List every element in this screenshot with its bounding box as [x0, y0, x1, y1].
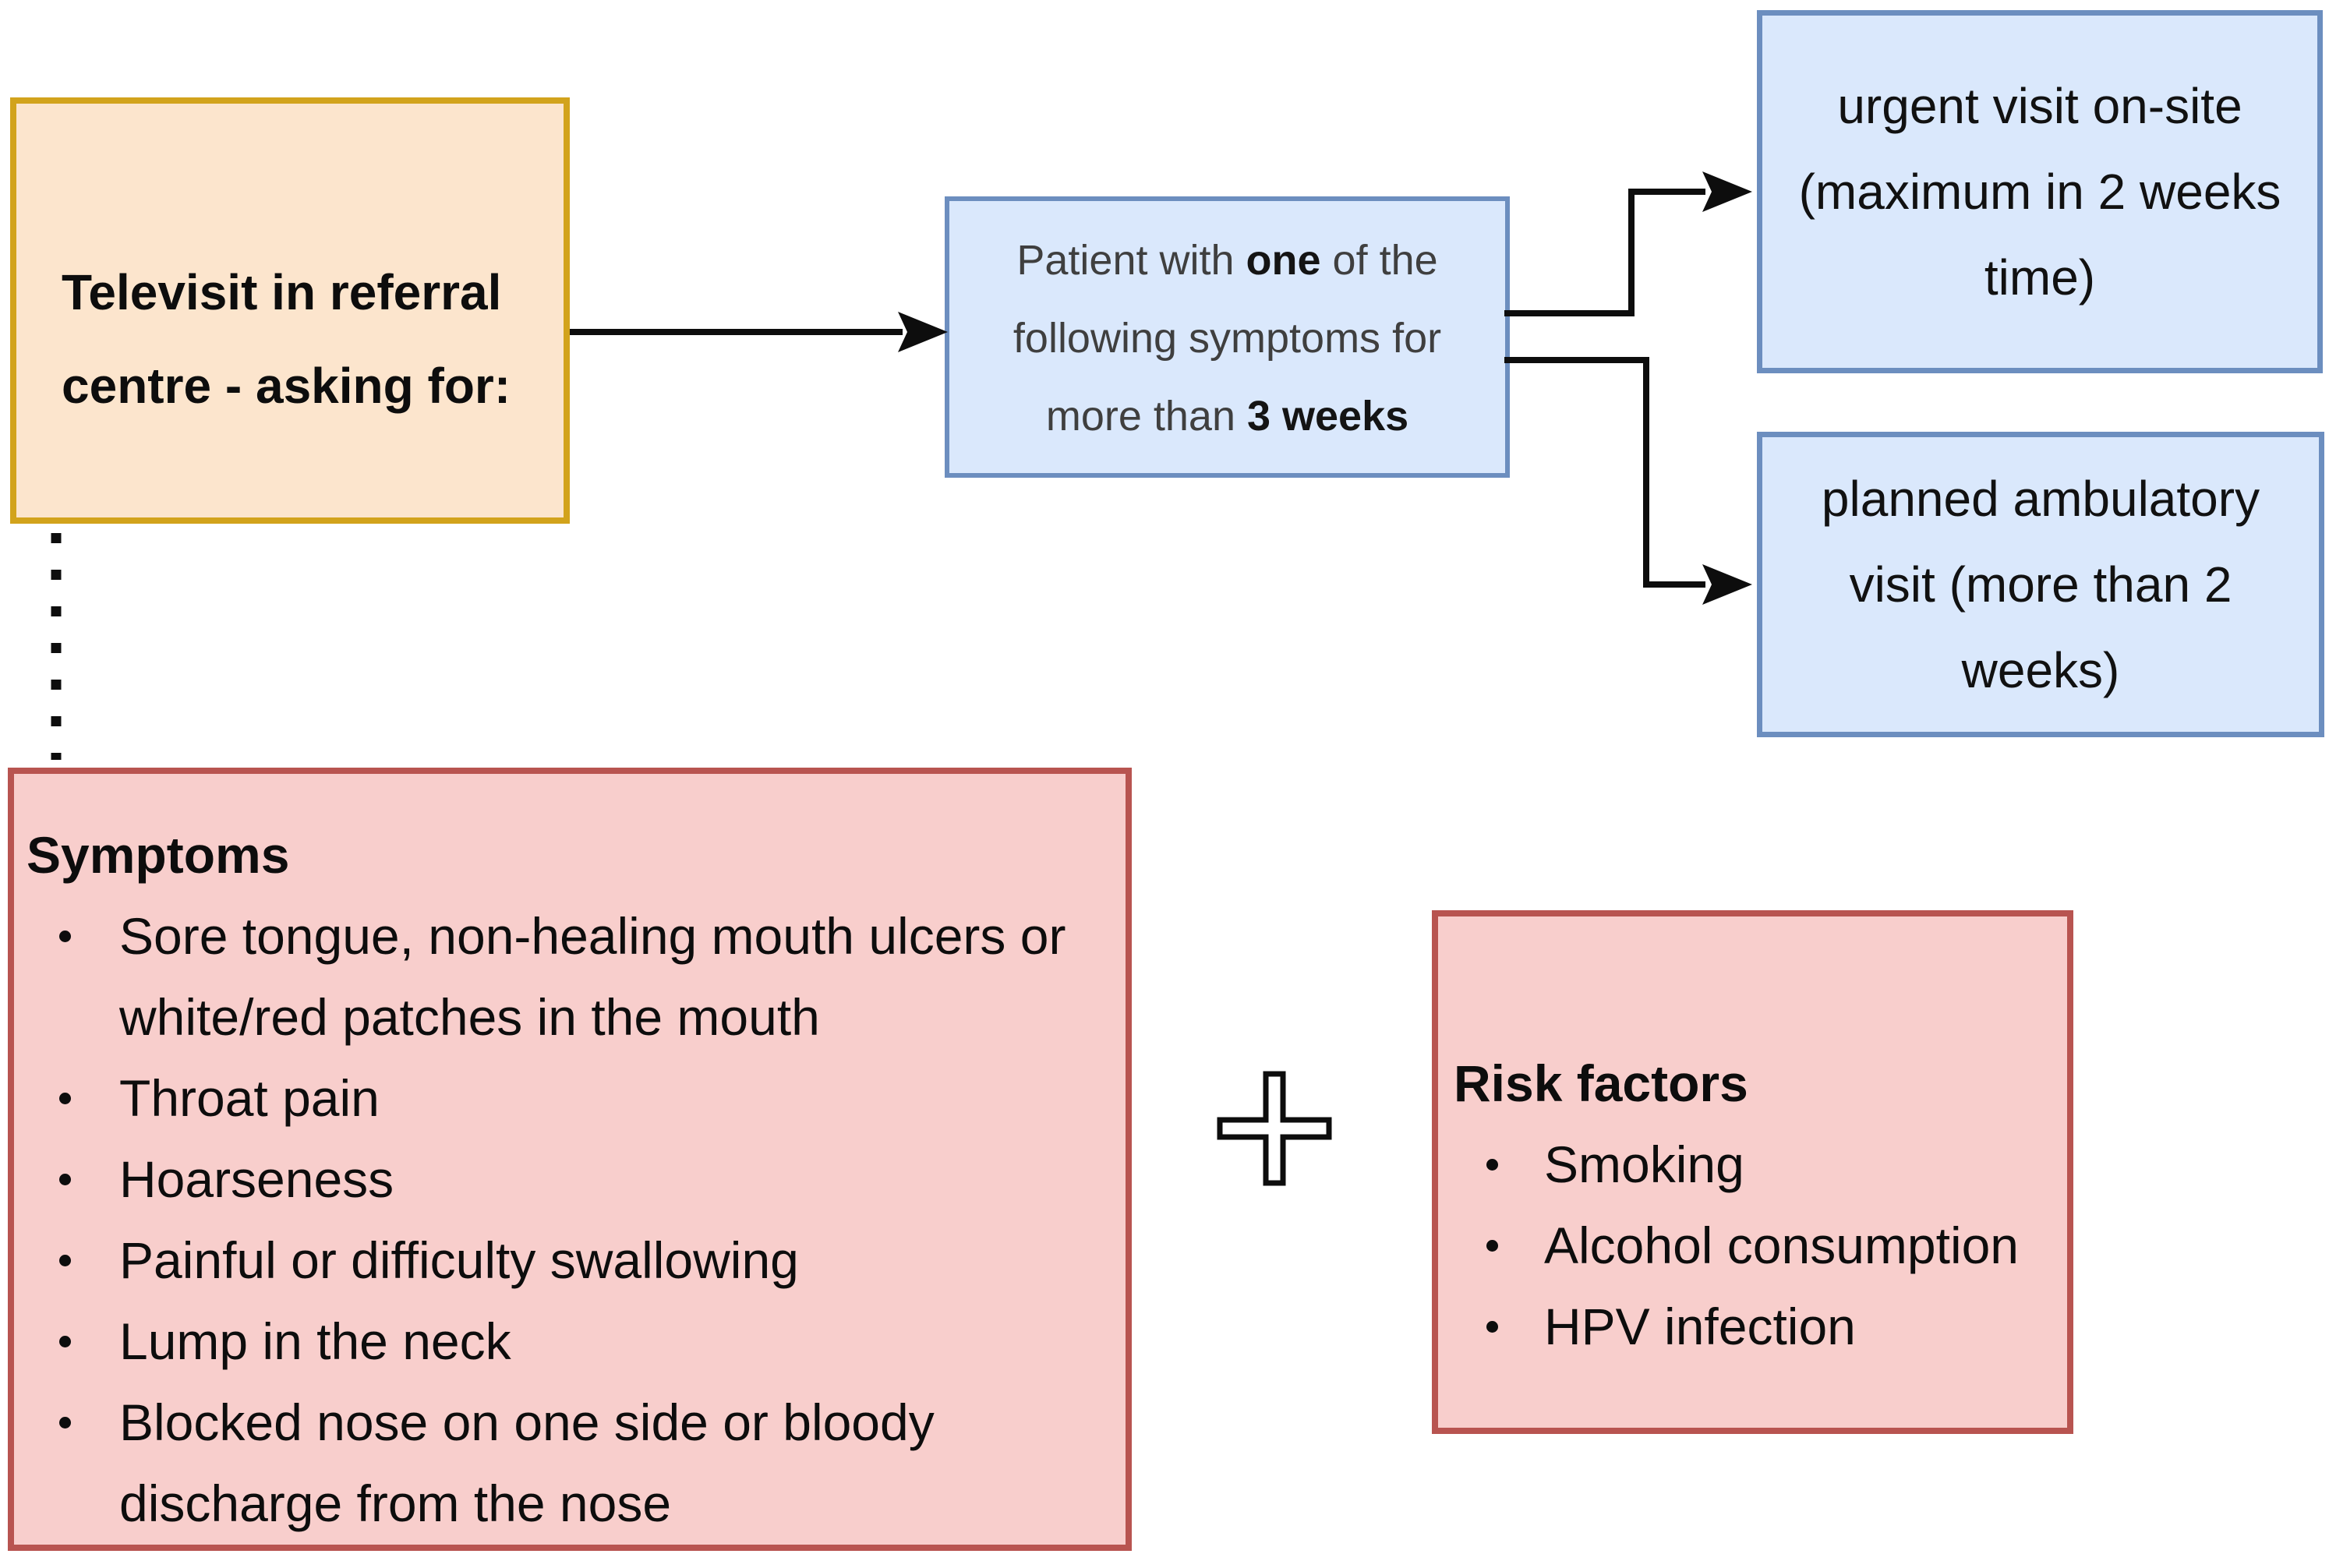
- symptom-text: white/red patches in the mouth: [119, 988, 820, 1046]
- referral-box-line: Televisit in referral: [62, 264, 502, 320]
- criteria-line1-pre: Patient with: [1016, 237, 1246, 284]
- criteria-line1-post: of the: [1320, 237, 1438, 284]
- criteria-line-2: following symptoms for: [1013, 315, 1442, 362]
- symptom-list-item: Painful or difficulty swallowing: [14, 1220, 1126, 1301]
- urgent-visit-box: urgent visit on-site (maximum in 2 weeks…: [1757, 10, 2323, 373]
- risk-factor-text: Smoking: [1544, 1135, 1744, 1193]
- risk-factor-item: Smoking: [1438, 1124, 2067, 1205]
- symptom-list-item-continuation: white/red patches in the mouth: [14, 976, 1126, 1058]
- arrow-referral-to-criteria: [570, 312, 948, 352]
- criteria-line-1: Patient with one of the: [949, 221, 1505, 299]
- risk-factor-text: HPV infection: [1544, 1298, 1856, 1355]
- symptom-list-item: Sore tongue, non-healing mouth ulcers or: [14, 895, 1126, 976]
- symptom-text: discharge from the nose: [119, 1474, 672, 1532]
- planned-visit-box: planned ambulatory visit (more than 2 we…: [1757, 432, 2324, 737]
- symptom-list-item-continuation: discharge from the nose: [14, 1463, 1126, 1544]
- symptom-text: Painful or difficulty swallowing: [119, 1231, 799, 1289]
- bullet-icon: [1486, 1159, 1498, 1171]
- planned-visit-line: weeks): [1961, 642, 2120, 698]
- symptom-list-item: Blocked nose on one side or bloody: [14, 1382, 1126, 1463]
- symptom-text: Blocked nose on one side or bloody: [119, 1393, 935, 1451]
- risk-factor-item: HPV infection: [1438, 1286, 2067, 1367]
- urgent-visit-line: time): [1984, 249, 2096, 305]
- symptom-text: Throat pain: [119, 1069, 380, 1127]
- criteria-line3-pre: more than: [1045, 393, 1247, 440]
- bullet-icon: [59, 1417, 71, 1429]
- urgent-visit-line: urgent visit on-site: [1837, 78, 2242, 134]
- symptoms-title: Symptoms: [27, 826, 290, 884]
- symptom-criteria-box: Patient with one of the following sympto…: [945, 196, 1510, 478]
- planned-visit-line: planned ambulatory: [1821, 471, 2260, 527]
- planned-visit-line: visit (more than 2: [1849, 556, 2232, 613]
- bullet-icon: [1486, 1240, 1498, 1252]
- symptom-list-item: Throat pain: [14, 1058, 1126, 1139]
- risk-factor-item: Alcohol consumption: [1438, 1205, 2067, 1286]
- arrow-criteria-to-planned: [1504, 357, 1752, 605]
- bullet-icon: [1486, 1321, 1498, 1333]
- bullet-icon: [59, 1255, 71, 1266]
- symptom-list-item: Hoarseness: [14, 1139, 1126, 1220]
- urgent-visit-line: (maximum in 2 weeks: [1798, 164, 2281, 220]
- bullet-icon: [59, 1093, 71, 1104]
- arrow-criteria-to-urgent: [1504, 171, 1752, 316]
- criteria-line1-bold: one: [1246, 237, 1321, 284]
- plus-icon: [1217, 1071, 1332, 1186]
- referral-start-box: Televisit in referral centre - asking fo…: [10, 97, 570, 524]
- symptom-text: Sore tongue, non-healing mouth ulcers or: [119, 907, 1066, 965]
- risk-factor-text: Alcohol consumption: [1544, 1217, 2020, 1274]
- symptom-text: Lump in the neck: [119, 1312, 511, 1370]
- criteria-line-3: more than 3 weeks: [949, 377, 1505, 455]
- risk-factors-title: Risk factors: [1454, 1054, 1748, 1112]
- bullet-icon: [59, 931, 71, 942]
- bullet-icon: [59, 1336, 71, 1347]
- bullet-icon: [59, 1174, 71, 1185]
- symptom-text: Hoarseness: [119, 1150, 394, 1208]
- referral-box-line: centre - asking for:: [62, 358, 511, 414]
- symptom-list-item: Lump in the neck: [14, 1301, 1126, 1382]
- risk-factors-box: Risk factors Smoking Alcohol consumption…: [1432, 910, 2073, 1434]
- criteria-line3-bold: 3 weeks: [1246, 393, 1409, 440]
- symptoms-box: Symptoms Sore tongue, non-healing mouth …: [8, 768, 1132, 1551]
